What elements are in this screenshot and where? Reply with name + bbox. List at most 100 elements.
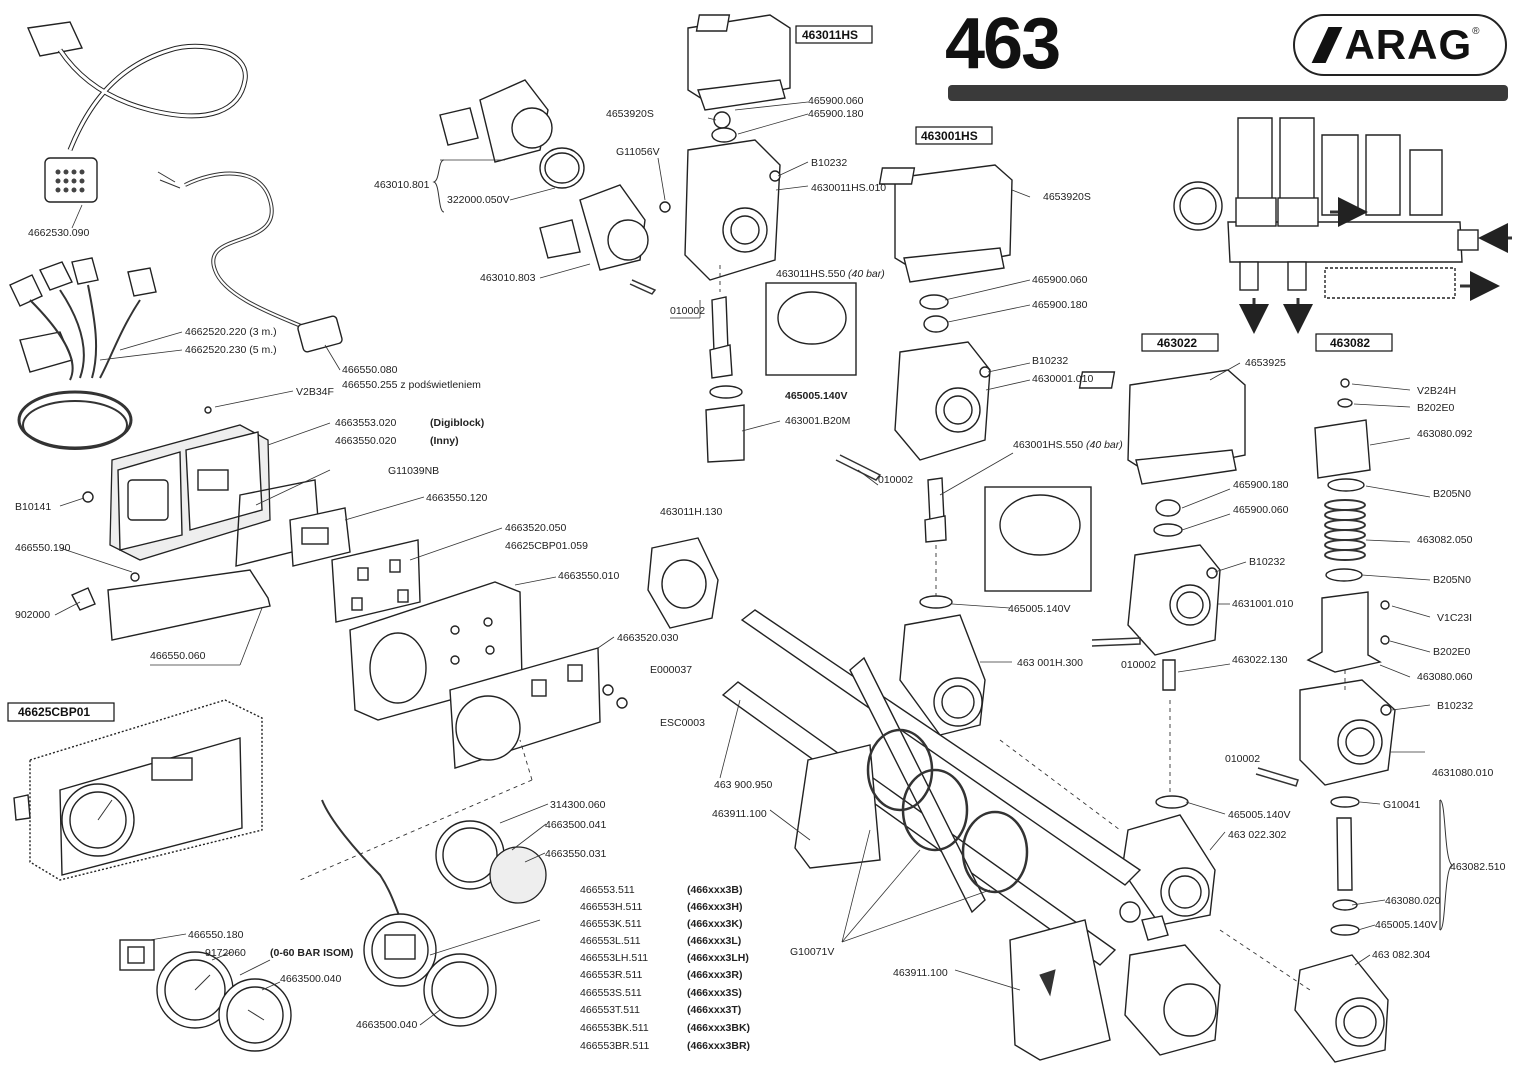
part-label: (40 bar) (848, 268, 885, 280)
svg-text:466553T.511: 466553T.511 (580, 1004, 640, 1016)
control-box-assembly (71, 406, 421, 641)
box-label-463082: 463082 (1330, 336, 1370, 350)
part-label: 322000.050V (447, 194, 509, 206)
svg-text:(466xxx3S): (466xxx3S) (687, 987, 742, 999)
part-label: G10041 (1383, 799, 1421, 811)
part-label: B10232 (1437, 700, 1473, 712)
model-number-title: 463 (945, 4, 1061, 84)
table-row: 466553.511 (466xxx3B) (580, 884, 742, 896)
svg-text:(466xxx3L): (466xxx3L) (687, 935, 741, 947)
part-label: (Digiblock) (430, 417, 484, 429)
part-label: 010002 (878, 474, 913, 486)
part-label: 466550.190 (15, 542, 71, 554)
part-label: B205N0 (1433, 488, 1471, 500)
dashed-guides (299, 265, 1346, 991)
adapter-fittings-463010 (439, 79, 657, 295)
part-label: 463011H.130 (660, 506, 722, 518)
table-row: 466553T.511 (466xxx3T) (580, 1004, 741, 1016)
table-row: 466553LH.511 (466xxx3LH) (580, 952, 749, 964)
valve-463022 (1078, 369, 1246, 926)
part-label: 463 022.302 (1228, 829, 1287, 841)
table-row: 466553H.511 (466xxx3H) (580, 901, 742, 913)
analog-gauge (119, 939, 292, 1052)
svg-text:(466xxx3T): (466xxx3T) (687, 1004, 741, 1016)
svg-text:466553R.511: 466553R.511 (580, 969, 642, 981)
part-label: B10141 (15, 501, 51, 513)
part-label: 010002 (1121, 659, 1156, 671)
valve-463082 (1255, 378, 1396, 1063)
part-label: 463 001H.300 (1017, 657, 1083, 669)
part-number-labels: 4662530.090 4662520.220 (3 m.) 4662520.2… (15, 95, 1506, 1031)
svg-text:466553BR.511: 466553BR.511 (580, 1040, 649, 1052)
cable-harness-top (26, 21, 248, 203)
svg-text:(466xxx3BR): (466xxx3BR) (687, 1040, 750, 1052)
part-label: 4663550.020 (335, 435, 396, 447)
part-label: 465005.140V (785, 390, 847, 402)
box-label-46625CBP01: 46625CBP01 (18, 705, 90, 719)
valve-463011HS (659, 14, 857, 463)
table-row: 466553BK.511 (466xxx3BK) (580, 1022, 750, 1034)
part-label: 466550.060 (150, 650, 206, 662)
part-label: B10232 (811, 157, 847, 169)
part-label: G11056V (616, 146, 660, 158)
part-label: 463010.801 (374, 179, 430, 191)
part-label: 463080.060 (1417, 671, 1473, 683)
table-row: 466553L.511 (466xxx3L) (580, 935, 741, 947)
logo-text: ARAG (1344, 21, 1473, 68)
part-label: 463010.803 (480, 272, 536, 284)
valve-463001HS (835, 164, 1092, 736)
box-label-463022: 463022 (1157, 336, 1197, 350)
part-label: 4663520.030 (617, 632, 678, 644)
table-row: 466553BR.511 (466xxx3BR) (580, 1040, 750, 1052)
part-label: 465900.060 (1233, 504, 1289, 516)
part-label: 463022.130 (1232, 654, 1288, 666)
part-label: 465005.140V (1008, 603, 1070, 615)
part-label: 010002 (1225, 753, 1260, 765)
digital-pressure-display (321, 799, 497, 1027)
part-label: G10071V (790, 946, 834, 958)
part-label: E000037 (650, 664, 692, 676)
leader-lines (54, 101, 1441, 1026)
part-label: 463 900.950 (714, 779, 773, 791)
part-label: B205N0 (1433, 574, 1471, 586)
part-label: B10232 (1249, 556, 1285, 568)
part-label: (0-60 BAR ISOM) (270, 947, 353, 959)
part-label: 465900.060 (808, 95, 864, 107)
svg-text:(466xxx3H): (466xxx3H) (687, 901, 742, 913)
part-label: 463 082.304 (1372, 949, 1431, 961)
box-label-463011HS: 463011HS (802, 28, 858, 42)
part-label: (40 bar) (1086, 439, 1123, 451)
table-row: 466553S.511 (466xxx3S) (580, 987, 742, 999)
part-label: 463080.092 (1417, 428, 1473, 440)
registered-mark: ® (1472, 26, 1480, 37)
manifold-assembly (1173, 117, 1512, 334)
display-variants-table: 466553.511 (466xxx3B) 466553H.511 (466xx… (580, 884, 750, 1052)
part-label: 46625CBP01.059 (505, 540, 588, 552)
part-label: 463001HS.550 (1013, 439, 1083, 451)
svg-text:(466xxx3BK): (466xxx3BK) (687, 1022, 750, 1034)
part-label: (Inny) (430, 435, 459, 447)
boxed-labels: 463011HS 463001HS 463022 463082 46625CBP… (7, 25, 1393, 722)
svg-text:466553.511: 466553.511 (580, 884, 635, 896)
part-label: 9172060 (205, 947, 246, 959)
part-label: 4663500.040 (280, 973, 341, 985)
part-label: 463082.050 (1417, 534, 1473, 546)
part-label: 463082.510 (1450, 861, 1506, 873)
part-label: V1C23I (1437, 612, 1472, 624)
part-label: 4663550.031 (545, 848, 606, 860)
part-label: G11039NB (388, 465, 439, 477)
part-label: 463001.B20M (785, 415, 850, 427)
svg-text:466553L.511: 466553L.511 (580, 935, 641, 947)
part-label: 010002 (670, 305, 705, 317)
part-label: V2B24H (1417, 385, 1456, 397)
part-label: 902000 (15, 609, 50, 621)
cable-harness-bottom (9, 257, 157, 450)
part-label: V2B34F (296, 386, 334, 398)
part-label: 4630011HS.010 (811, 182, 886, 194)
svg-text:(466xxx3B): (466xxx3B) (687, 884, 742, 896)
svg-text:466553K.511: 466553K.511 (580, 918, 642, 930)
cable-harness-pressure (184, 171, 343, 353)
part-label: 4631001.010 (1232, 598, 1293, 610)
part-label: 466550.255 z podświetleniem (342, 379, 481, 391)
part-label: B10232 (1032, 355, 1068, 367)
